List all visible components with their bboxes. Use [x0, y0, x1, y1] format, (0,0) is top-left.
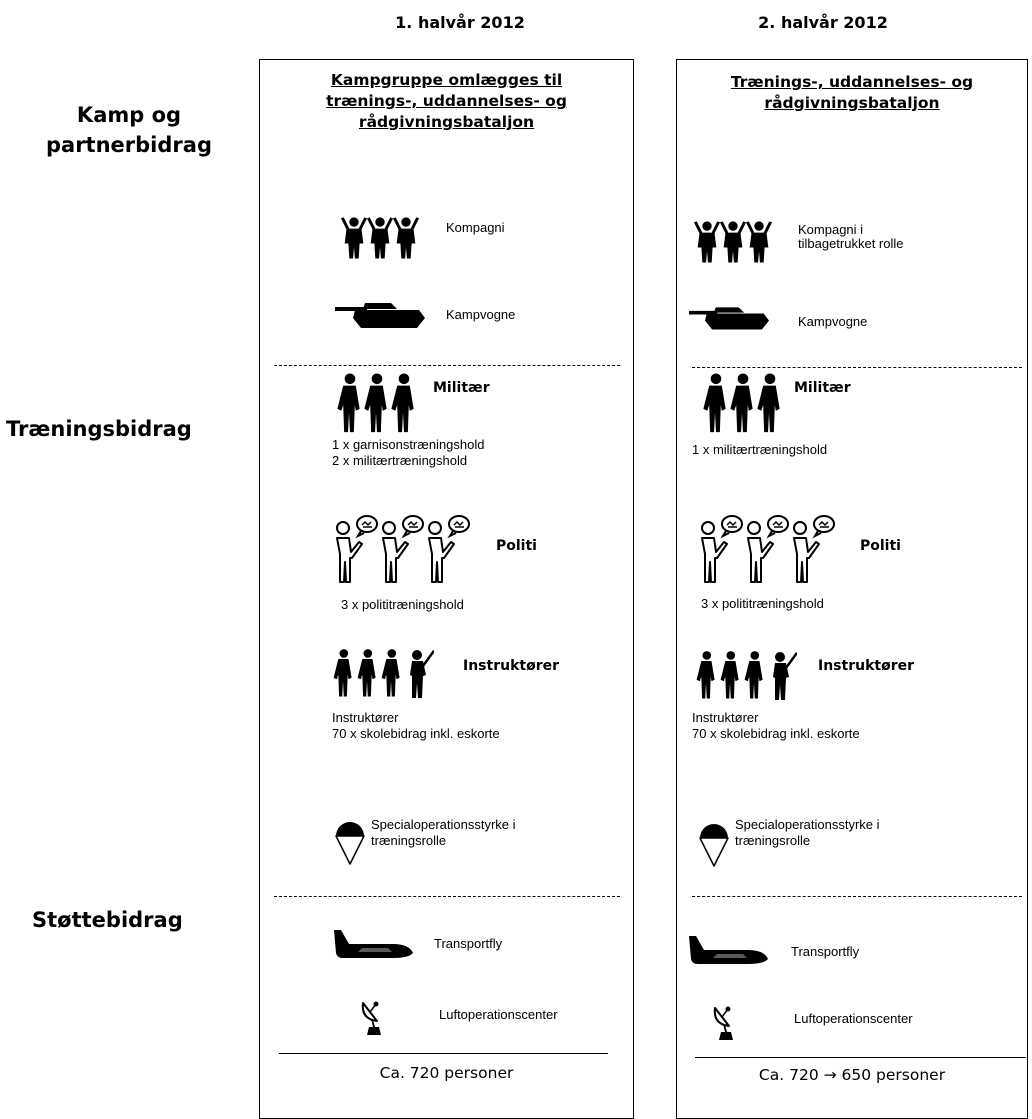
- row-label-combat-line-2: partnerbidrag: [46, 133, 212, 157]
- panel-2-title-line-2: rådgivningsbataljon: [764, 94, 940, 112]
- panel-second-half-2012: Trænings-, uddannelses- og rådgivningsba…: [676, 59, 1028, 1119]
- panel-1-divider-training: [274, 365, 620, 366]
- instructors-icon: [332, 648, 444, 698]
- panel-1-instructors-detail-line-2: 70 x skolebidrag inkl. eskorte: [332, 726, 500, 741]
- panel-1-divider-support: [274, 896, 620, 897]
- panel-2-military-detail-line-1: 1 x militærtræningshold: [692, 442, 828, 457]
- satellite-dish-icon: [359, 997, 387, 1037]
- panel-1-air-ops-label: Luftoperationscenter: [439, 1007, 558, 1022]
- panel-2-instructors-detail-line-2: 70 x skolebidrag inkl. eskorte: [692, 726, 860, 741]
- panel-1-military-label: Militær: [433, 380, 490, 396]
- panel-2-total: Ca. 720 → 650 personer: [758, 1066, 946, 1084]
- panel-1-police-detail: 3 x polititræningshold: [341, 597, 464, 612]
- instructors-icon: [695, 650, 807, 700]
- tank-icon: [335, 300, 425, 330]
- panel-1-title-line-3: rådgivningsbataljon: [358, 113, 535, 131]
- panel-1-military-detail: 1 x garnisonstræningshold 2 x militærtræ…: [332, 437, 484, 469]
- panel-2-company-label: Kompagni i tilbagetrukket rolle: [798, 223, 904, 251]
- panel-1-instructors-detail-line-1: Instruktører: [332, 710, 399, 725]
- panel-1-title: Kampgruppe omlægges til trænings-, uddan…: [260, 70, 633, 133]
- panel-2-police-label: Politi: [860, 538, 901, 554]
- column-header-2: 2. halvår 2012: [758, 13, 888, 32]
- panel-2-military-detail: 1 x militærtræningshold: [692, 442, 827, 458]
- row-label-training: Træningsbidrag: [6, 417, 192, 441]
- military-trainers-icon: [702, 372, 786, 434]
- transport-plane-icon: [687, 932, 769, 968]
- panel-1-title-line-2: trænings-, uddannelses- og: [326, 92, 567, 110]
- panel-2-tanks-label: Kampvogne: [798, 314, 868, 329]
- row-label-support: Støttebidrag: [32, 908, 183, 932]
- panel-1-military-detail-line-1: 1 x garnisonstræningshold: [332, 437, 485, 452]
- panel-1-instructors-detail: Instruktører 70 x skolebidrag inkl. esko…: [332, 710, 500, 742]
- panel-1-military-detail-line-2: 2 x militærtræningshold: [332, 453, 468, 468]
- tank-icon: [689, 304, 769, 332]
- panel-2-special-ops-line-2: træningsrolle: [735, 833, 811, 848]
- panel-2-special-ops-label: Specialoperationsstyrke i træningsrolle: [735, 817, 880, 849]
- panel-1-instructors-label: Instruktører: [463, 658, 559, 674]
- panel-2-divider-training: [692, 367, 1022, 368]
- panel-2-instructors-detail: Instruktører 70 x skolebidrag inkl. esko…: [692, 710, 860, 742]
- panel-1-transport-label: Transportfly: [434, 936, 503, 951]
- parachute-icon: [334, 820, 366, 866]
- transport-plane-icon: [332, 926, 414, 962]
- parachute-icon: [698, 822, 730, 868]
- panel-2-company-label-line-2: tilbagetrukket rolle: [798, 236, 904, 251]
- panel-2-title-line-1: Trænings-, uddannelses- og: [730, 73, 974, 91]
- panel-first-half-2012: Kampgruppe omlægges til trænings-, uddan…: [259, 59, 634, 1119]
- panel-1-total: Ca. 720 personer: [379, 1064, 514, 1082]
- panel-2-total-rule: [695, 1057, 1026, 1058]
- satellite-dish-icon: [711, 1002, 739, 1042]
- panel-1-special-ops-label: Specialoperationsstyrke i træningsrolle: [371, 817, 516, 849]
- panel-2-instructors-detail-line-1: Instruktører: [692, 710, 759, 725]
- panel-2-military-label: Militær: [794, 380, 851, 396]
- panel-2-company-label-line-1: Kompagni i: [798, 222, 864, 237]
- military-trainers-icon: [336, 372, 420, 434]
- panel-1-total-rule: [279, 1053, 608, 1054]
- column-header-1: 1. halvår 2012: [395, 13, 525, 32]
- panel-1-special-ops-line-2: træningsrolle: [371, 833, 447, 848]
- panel-2-police-detail: 3 x polititræningshold: [701, 596, 824, 611]
- panel-1-company-label: Kompagni: [446, 220, 505, 235]
- panel-2-divider-support: [692, 896, 1022, 897]
- panel-2-transport-label: Transportfly: [791, 944, 860, 959]
- panel-1-special-ops-line-1: Specialoperationsstyrke i: [371, 817, 516, 832]
- panel-2-title: Trænings-, uddannelses- og rådgivningsba…: [677, 72, 1027, 114]
- soldiers-group-icon: [340, 214, 424, 260]
- panel-2-special-ops-line-1: Specialoperationsstyrke i: [735, 817, 880, 832]
- panel-1-tanks-label: Kampvogne: [446, 307, 516, 322]
- panel-2-instructors-label: Instruktører: [818, 658, 914, 674]
- row-label-combat: Kamp og partnerbidrag: [0, 100, 258, 160]
- police-trainers-icon: [699, 514, 837, 584]
- soldiers-group-icon: [693, 218, 777, 264]
- panel-1-title-line-1: Kampgruppe omlægges til: [330, 71, 563, 89]
- row-label-combat-line-1: Kamp og: [76, 103, 182, 127]
- panel-2-air-ops-label: Luftoperationscenter: [794, 1011, 913, 1026]
- panel-1-police-label: Politi: [496, 538, 537, 554]
- police-trainers-icon: [334, 514, 472, 584]
